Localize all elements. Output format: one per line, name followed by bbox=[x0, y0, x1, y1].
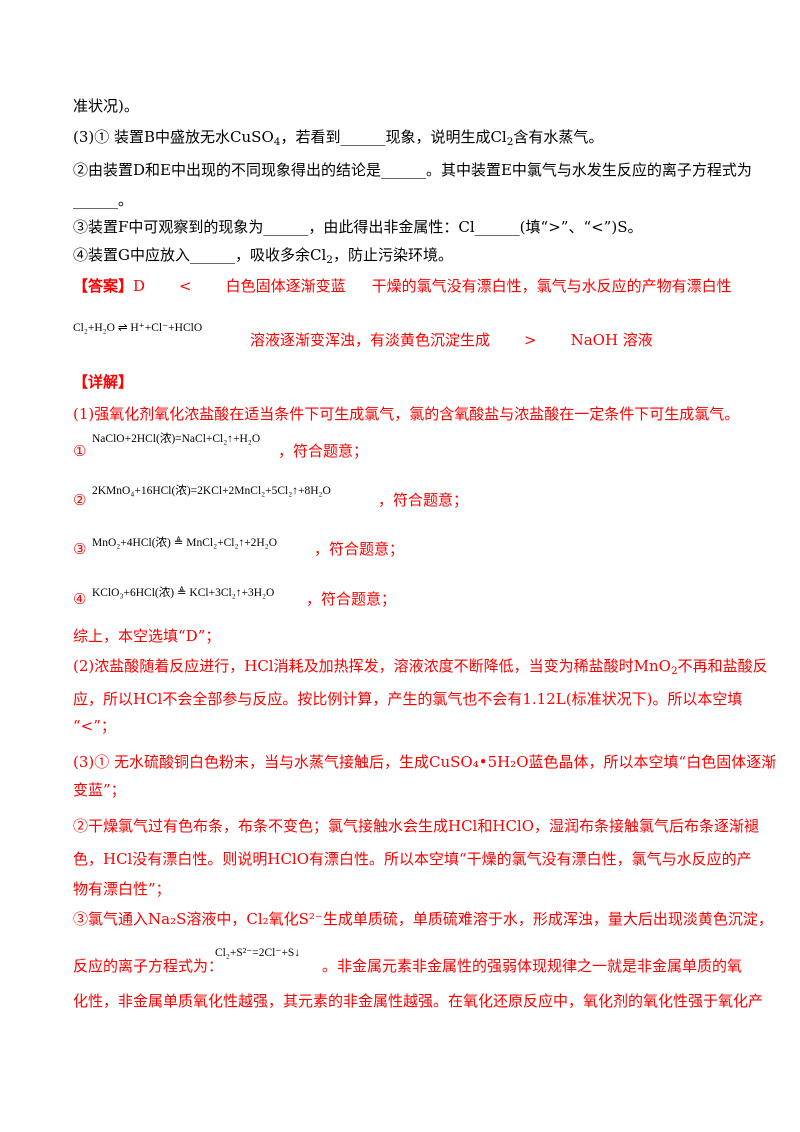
detail-p1: (1)强氧化剂氧化浓盐酸在适当条件下可生成氯气，氯的含氧酸盐与浓盐酸在一定条件下… bbox=[73, 405, 740, 423]
detail-p9: 色，HCl没有漂白性。则说明HClO有漂白性。所以本空填“干燥的氯气没有漂白性，… bbox=[73, 850, 752, 868]
question-line-5: ③装置F中可观察到的现象为______，由此得出非金属性：Cl______(填“… bbox=[73, 218, 643, 236]
detail-c2: ，符合题意； bbox=[378, 491, 469, 509]
question-line-4: ______。 bbox=[73, 191, 134, 209]
answer-5: 溶液逐渐变浑浊，有淡黄色沉淀生成 bbox=[250, 331, 491, 349]
detail-item-4: ④ bbox=[73, 590, 87, 608]
detail-c1: ，符合题意； bbox=[278, 442, 369, 460]
detail-p8: ②干燥氯气过有色布条，布条不变色；氯气接触水会生成HCl和HClO，湿润布条接触… bbox=[73, 817, 760, 835]
question-line-1: 准状况)。 bbox=[73, 97, 139, 115]
question-line-3: ②由装置D和E中出现的不同现象得出的结论是______。其中装置E中氯气与水发生… bbox=[73, 161, 752, 179]
detail-p2: 综上，本空选填“D”； bbox=[73, 627, 221, 645]
detail-c4: ，符合题意； bbox=[306, 590, 397, 608]
equation-5: Cl₂+S²⁻=2Cl⁻+S↓ bbox=[215, 947, 301, 959]
detail-c3: ，符合题意； bbox=[314, 540, 405, 558]
detail-item-1: ① bbox=[73, 442, 87, 460]
answer-2: < bbox=[179, 277, 192, 295]
answer-equation-1: Cl₂+H₂O ⇌ H⁺+Cl⁻+HClO bbox=[73, 322, 203, 334]
detail-p6: (3)① 无水硫酸铜白色粉末，当与水蒸气接触后，生成CuSO₄•5H₂O蓝色晶体… bbox=[73, 753, 777, 771]
detail-item-3: ③ bbox=[73, 540, 87, 558]
detail-p10: 物有漂白性”； bbox=[73, 880, 171, 898]
equation-4: KClO₃+6HCl(浓) ≜ KCl+3Cl₂↑+3H₂O bbox=[92, 587, 275, 599]
detail-p12b: 。非金属元素非金属性的强弱体现规律之一就是非金属单质的氧 bbox=[322, 957, 743, 975]
detail-label: 【详解】 bbox=[73, 373, 134, 391]
question-line-6: ④装置G中应放入______，吸收多余Cl2，防止污染环境。 bbox=[73, 246, 453, 266]
equation-2: 2KMnO₄+16HCl(浓)=2KCl+2MnCl₂+5Cl₂↑+8H₂O bbox=[92, 485, 331, 497]
equation-1: NaClO+2HCl(浓)=NaCl+Cl₂↑+H₂O bbox=[92, 433, 261, 445]
answer-4: 干燥的氯气没有漂白性，氯气与水反应的产物有漂白性 bbox=[371, 277, 732, 295]
answer-7: NaOH 溶液 bbox=[570, 331, 653, 349]
detail-p11: ③氯气通入Na₂S溶液中，Cl₂氧化S²⁻生成单质硫，单质硫难溶于水，形成浑浊，… bbox=[73, 910, 773, 928]
question-line-2: (3)① 装置B中盛放无水CuSO4，若看到______现象，说明生成Cl2含有… bbox=[73, 128, 604, 148]
detail-p4: 应，所以HCl不会全部参与反应。按比例计算，产生的氯气也不会有1.12L(标准状… bbox=[73, 690, 743, 708]
detail-p7: 变蓝”； bbox=[73, 781, 126, 799]
detail-p13: 化性，非金属单质氧化性越强，其元素的非金属性越强。在氧化还原反应中，氧化剂的氧化… bbox=[73, 992, 764, 1010]
answer-label: 【答案】 bbox=[73, 277, 134, 295]
answer-3: 白色固体逐渐变蓝 bbox=[225, 277, 346, 295]
equation-3: MnO₂+4HCl(浓) ≜ MnCl₂+Cl₂↑+2H₂O bbox=[92, 537, 278, 549]
answer-1: D bbox=[133, 277, 146, 295]
answer-6: > bbox=[524, 331, 537, 349]
detail-item-2: ② bbox=[73, 491, 87, 509]
detail-p12: 反应的离子方程式为： bbox=[73, 957, 224, 975]
answer-line-1: 【答案】D < 白色固体逐渐变蓝 干燥的氯气没有漂白性，氯气与水反应的产物有漂白性 bbox=[73, 276, 732, 296]
answer-line-2: 溶液逐渐变浑浊，有淡黄色沉淀生成 > NaOH 溶液 bbox=[250, 330, 653, 350]
detail-p5: “<”； bbox=[73, 717, 116, 735]
detail-p3: (2)浓盐酸随着反应进行，HCl消耗及加热挥发，溶液浓度不断降低，当变为稀盐酸时… bbox=[73, 657, 768, 677]
